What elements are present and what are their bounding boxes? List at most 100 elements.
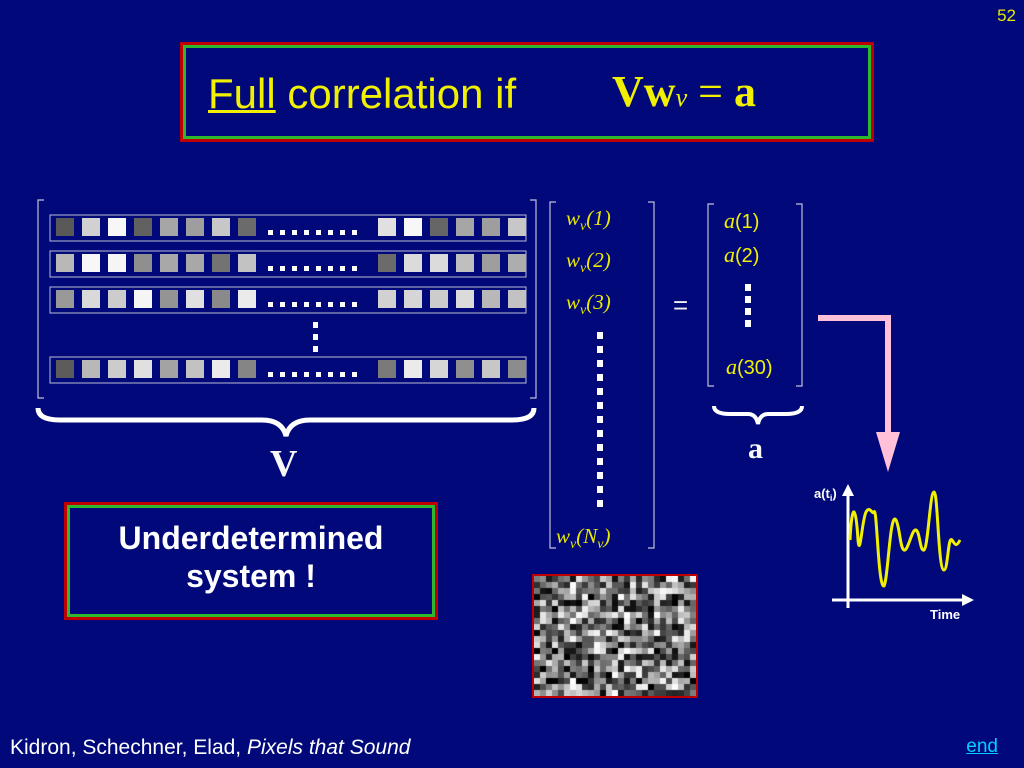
row-ellipsis-dot xyxy=(292,302,297,307)
underdetermined-note: Underdetermined system ! xyxy=(64,502,438,620)
pixel-cell xyxy=(482,218,500,236)
vertical-ellipsis-dot xyxy=(313,346,318,352)
plot-x-arrow xyxy=(962,594,974,606)
matrix-v-label: V xyxy=(270,443,298,485)
pixel-cell xyxy=(404,254,422,272)
pixel-cell xyxy=(134,254,152,272)
row-ellipsis-dot xyxy=(280,230,285,235)
row-ellipsis-dot xyxy=(316,266,321,271)
row-ellipsis-dot xyxy=(292,372,297,377)
pixel-cell xyxy=(238,290,256,308)
eq-vector-w: w xyxy=(643,67,676,116)
pixel-cell xyxy=(160,360,178,378)
row-ellipsis-dot xyxy=(304,266,309,271)
row-ellipsis-dot xyxy=(268,266,273,271)
row-ellipsis-dot xyxy=(280,266,285,271)
pixel-cell xyxy=(482,290,500,308)
pixel-cell xyxy=(430,218,448,236)
row-ellipsis-dot xyxy=(268,372,273,377)
pixel-cell xyxy=(378,360,396,378)
pixel-cell xyxy=(430,360,448,378)
a-ellipsis-dot xyxy=(745,308,751,315)
row-ellipsis xyxy=(313,322,318,352)
pixel-cell xyxy=(186,254,204,272)
arrow-head xyxy=(876,432,900,472)
pixel-cell xyxy=(160,254,178,272)
pixel-cell xyxy=(186,218,204,236)
end-link[interactable]: end xyxy=(966,736,998,757)
row-ellipsis-dot xyxy=(328,302,333,307)
pixel-cell xyxy=(82,290,100,308)
vertical-ellipsis-dot xyxy=(313,334,318,340)
matrix-v-left-bracket xyxy=(37,199,44,399)
row-ellipsis-dot xyxy=(328,372,333,377)
pixel-cell xyxy=(404,360,422,378)
w-ellipsis-dot xyxy=(597,430,603,437)
pixel-cell xyxy=(134,360,152,378)
plot-x-label: Time xyxy=(930,607,960,622)
pixel-cell xyxy=(212,360,230,378)
row-ellipsis-dot xyxy=(328,230,333,235)
weight-entry-1: wv(1) xyxy=(566,206,611,235)
row-ellipsis-dot xyxy=(268,302,273,307)
w-ellipsis-dot xyxy=(597,416,603,423)
vector-w-left-bracket xyxy=(549,201,556,549)
row-ellipsis-dot xyxy=(280,302,285,307)
pixel-cell xyxy=(238,254,256,272)
w-ellipsis-dot xyxy=(597,402,603,409)
row-ellipsis-dot xyxy=(340,372,345,377)
row-ellipsis-dot xyxy=(352,372,357,377)
matrix-v-right-bracket xyxy=(530,199,537,399)
noise-pattern xyxy=(534,576,696,696)
pixel-cell xyxy=(56,360,74,378)
a-ellipsis-dot xyxy=(745,296,751,303)
pixel-rows xyxy=(49,214,527,384)
pixel-cell xyxy=(82,218,100,236)
row-ellipsis-dot xyxy=(304,372,309,377)
pixel-cell xyxy=(134,290,152,308)
pixel-cell xyxy=(108,290,126,308)
pixel-cell xyxy=(134,218,152,236)
pixel-cell xyxy=(430,290,448,308)
vector-a-label: a xyxy=(748,432,763,465)
slide-title: Full correlation if xyxy=(208,70,516,118)
w-ellipsis-dot xyxy=(597,444,603,451)
pixel-cell xyxy=(404,218,422,236)
plot-signal-line xyxy=(848,490,962,588)
pixel-cell xyxy=(456,290,474,308)
pixel-cell xyxy=(238,360,256,378)
pixel-cell xyxy=(456,254,474,272)
eq-matrix-v: V xyxy=(612,67,644,116)
pixel-cell xyxy=(238,218,256,236)
pixel-cell xyxy=(56,290,74,308)
pixel-cell xyxy=(160,290,178,308)
row-ellipsis-dot xyxy=(316,372,321,377)
row-ellipsis-dot xyxy=(340,302,345,307)
w-ellipsis-dot xyxy=(597,500,603,507)
a-ellipsis-dot xyxy=(745,284,751,291)
pixel-cell xyxy=(186,290,204,308)
weight-entry-2: wv(2) xyxy=(566,248,611,277)
vector-a-right-bracket xyxy=(796,203,803,387)
pixel-cell xyxy=(56,254,74,272)
pixel-cell xyxy=(108,218,126,236)
vector-a-brace xyxy=(712,405,804,425)
footer-authors: Kidron, Schechner, Elad, xyxy=(10,736,247,759)
pixel-cell xyxy=(82,360,100,378)
pixel-cell xyxy=(508,360,526,378)
row-ellipsis-dot xyxy=(352,230,357,235)
pixel-cell xyxy=(212,290,230,308)
a-ellipsis-dot xyxy=(745,320,751,327)
row-ellipsis-dot xyxy=(340,230,345,235)
noise-image xyxy=(532,574,698,698)
row-ellipsis-dot xyxy=(352,266,357,271)
eq-vector-a: a xyxy=(733,67,756,116)
w-ellipsis-dot xyxy=(597,472,603,479)
w-ellipsis-dot xyxy=(597,388,603,395)
pixel-cell xyxy=(508,218,526,236)
pixel-cell xyxy=(482,360,500,378)
audio-entry-1: a(1) xyxy=(724,208,760,233)
pixel-cell xyxy=(482,254,500,272)
vector-a-left-bracket xyxy=(707,203,714,387)
row-ellipsis-dot xyxy=(292,230,297,235)
